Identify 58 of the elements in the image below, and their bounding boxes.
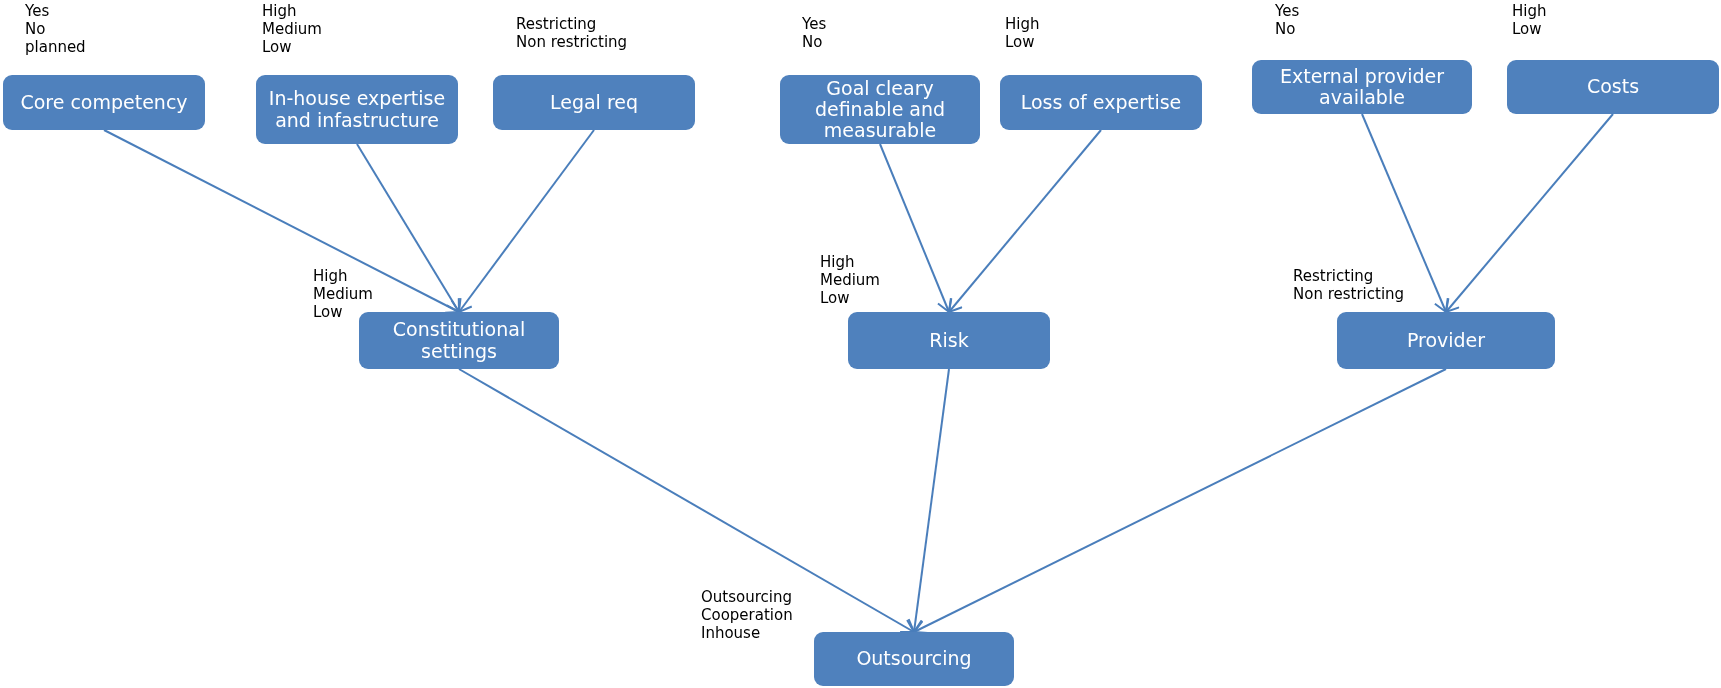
- option-text: No: [802, 33, 824, 51]
- option-text: Yes: [802, 15, 827, 33]
- option-text: Yes: [25, 2, 51, 20]
- node-label: In-house expertise and infastructure: [267, 88, 447, 131]
- arrow: [1361, 113, 1449, 313]
- option-text: Low: [313, 303, 344, 321]
- node-label: External provider available: [1278, 65, 1445, 109]
- option-text: Inhouse: [701, 624, 762, 642]
- process-box: [1252, 60, 1472, 114]
- option-text: Medium: [313, 285, 373, 303]
- process-box: [780, 75, 980, 144]
- process-box: [1000, 75, 1202, 130]
- option-text: High: [1005, 15, 1040, 33]
- option-text: Yes: [1275, 2, 1300, 20]
- option-text: Low: [1005, 33, 1036, 51]
- option-text: Medium: [820, 271, 880, 289]
- node-label: Risk: [929, 329, 969, 352]
- process-box: [814, 632, 1014, 686]
- process-box: [256, 75, 458, 144]
- option-text: Cooperation: [701, 606, 793, 624]
- option-text: No: [1275, 20, 1297, 38]
- arrow: [356, 143, 460, 313]
- process-box: [3, 75, 205, 130]
- node-label: Core competency: [20, 91, 188, 114]
- option-text: High: [262, 2, 298, 20]
- process-box: [493, 75, 695, 130]
- arrow: [458, 129, 595, 313]
- arrow: [1445, 113, 1614, 313]
- option-text: Outsourcing: [701, 588, 793, 606]
- node-label: Goal cleary definable and measurable: [813, 77, 947, 142]
- node-label: Legal req: [549, 91, 639, 114]
- node-label: Loss of expertise: [1020, 91, 1182, 114]
- option-text: No: [25, 20, 47, 38]
- node-label: Costs: [1586, 76, 1640, 98]
- option-text: Non restricting: [1293, 285, 1405, 303]
- arrow: [458, 368, 915, 634]
- option-text: Restricting: [516, 15, 598, 33]
- option-text: Medium: [262, 20, 322, 38]
- node-label: Constitutional settings: [391, 319, 527, 362]
- option-text: Low: [262, 38, 293, 56]
- option-text: Restricting: [1293, 267, 1375, 285]
- option-text: planned: [25, 38, 86, 56]
- process-box: [1337, 312, 1555, 369]
- option-text: Low: [820, 289, 851, 307]
- arrow: [913, 368, 1447, 634]
- option-text: High: [313, 267, 349, 285]
- process-box: [359, 312, 559, 369]
- option-text: High: [1512, 2, 1547, 20]
- arrow: [907, 368, 950, 633]
- option-text: Low: [1512, 20, 1543, 38]
- node-label: Provider: [1406, 329, 1486, 352]
- arrow: [879, 143, 952, 313]
- option-text: Non restricting: [516, 33, 628, 51]
- node-label: Outsourcing: [856, 648, 972, 670]
- process-box: [1507, 60, 1719, 114]
- option-text: High: [820, 253, 856, 271]
- process-box: [848, 312, 1050, 369]
- arrow: [948, 129, 1102, 313]
